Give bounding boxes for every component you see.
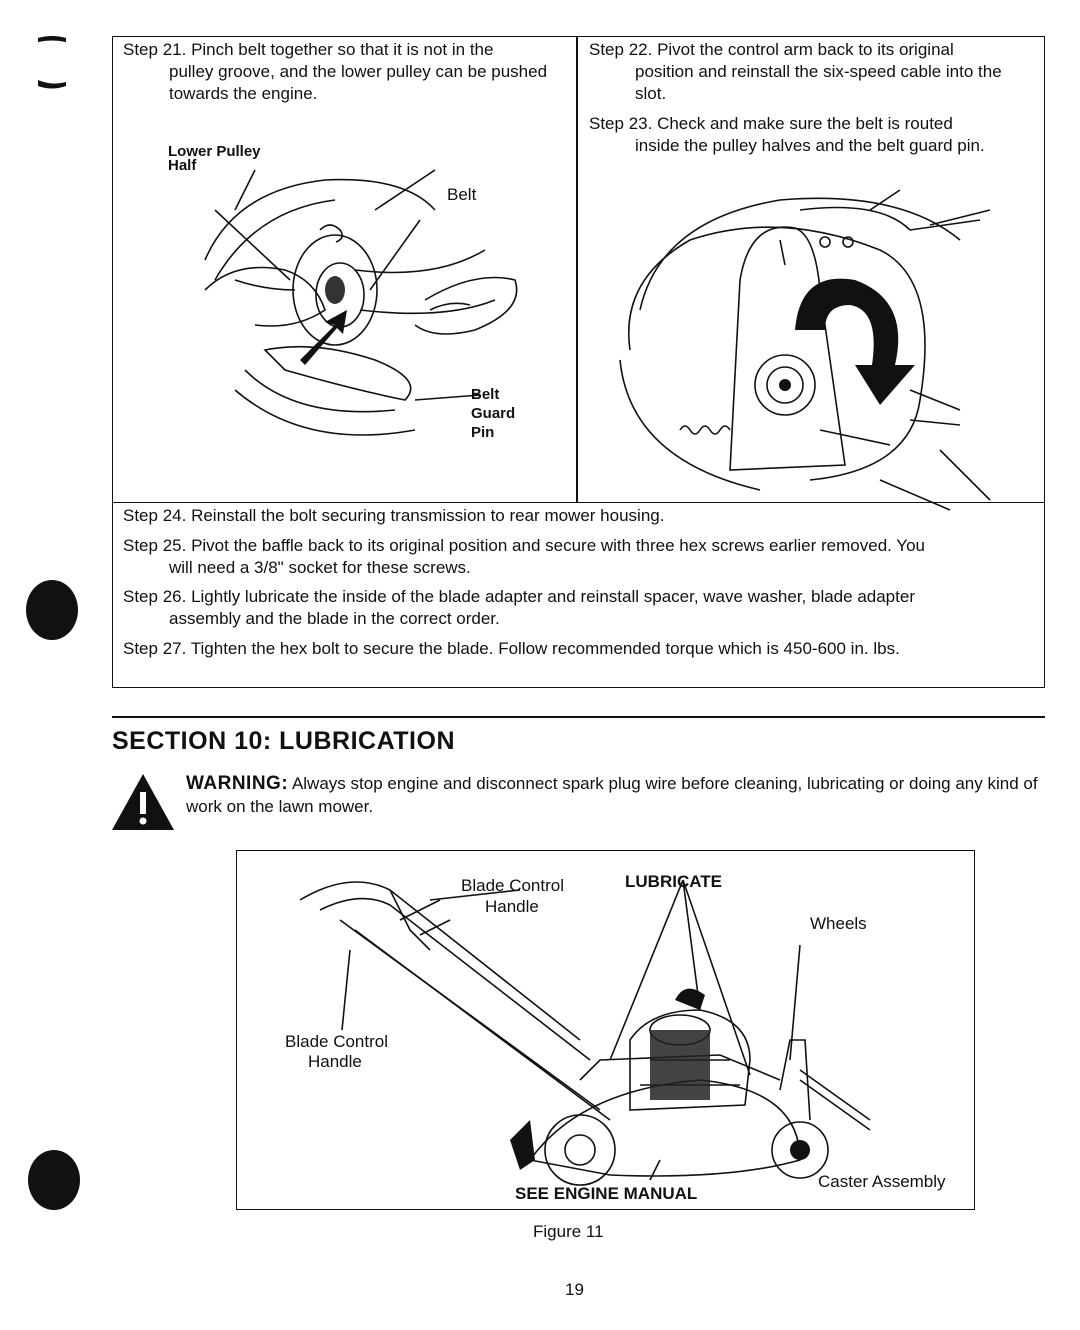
step-23: Step 23. Check and make sure the belt is…	[589, 113, 1034, 157]
label-wheels: Wheels	[810, 914, 867, 933]
lawn-mower-illustration	[299, 879, 871, 1186]
label-caster-assembly: Caster Assembly	[818, 1172, 946, 1191]
label-blade-control-top-2: Handle	[485, 897, 539, 916]
steps-box-bottom	[112, 502, 1045, 688]
step-text: Reinstall the bolt securing transmission…	[191, 506, 665, 525]
step-number: Step 25.	[123, 536, 187, 555]
step-text-cont: pulley groove, and the lower pulley can …	[169, 62, 548, 103]
step-text-cont: assembly and the blade in the correct or…	[169, 609, 500, 628]
label-blade-control-top-1: Blade Control	[461, 876, 565, 895]
step-number: Step 23.	[589, 114, 653, 133]
step-number: Step 27.	[123, 639, 187, 658]
step-24: Step 24. Reinstall the bolt securing tra…	[123, 505, 1033, 527]
step-number: Step 22.	[589, 40, 653, 59]
step-number: Step 24.	[123, 506, 187, 525]
step-22: Step 22. Pivot the control arm back to i…	[589, 39, 1029, 105]
label-belt: Belt	[447, 185, 477, 204]
page-number: 19	[565, 1280, 584, 1299]
label-belt-guard-pin-3: Pin	[471, 424, 495, 441]
section-title: SECTION 10: LUBRICATION	[112, 727, 455, 755]
control-arm-illustration	[619, 189, 991, 511]
label-belt-guard-pin-1: Belt	[471, 386, 500, 403]
step-text-cont: inside the pulley halves and the belt gu…	[635, 136, 985, 155]
warning-text: Always stop engine and disconnect spark …	[186, 774, 1038, 816]
column-divider	[576, 36, 578, 503]
step-text-cont: position and reinstall the six-speed cab…	[635, 62, 1002, 103]
step-25: Step 25. Pivot the baffle back to its or…	[123, 535, 1033, 579]
step-text: Pivot the control arm back to its origin…	[657, 40, 954, 59]
warning-triangle-icon	[112, 774, 174, 830]
step-text: Tighten the hex bolt to secure the blade…	[190, 639, 900, 658]
step-text: Lightly lubricate the inside of the blad…	[191, 587, 915, 606]
warning-label: WARNING:	[186, 773, 289, 794]
step-21: Step 21. Pinch belt together so that it …	[123, 39, 563, 105]
step-number: Step 21.	[123, 40, 187, 59]
step-text: Pinch belt together so that it is not in…	[191, 40, 494, 59]
pulley-belt-illustration	[204, 169, 518, 436]
label-blade-control-left-2: Handle	[308, 1052, 362, 1071]
label-half: Half	[168, 157, 197, 174]
label-see-engine-manual: SEE ENGINE MANUAL	[515, 1184, 698, 1203]
label-lower-pulley: Lower Pulley	[168, 143, 261, 160]
section-rule	[112, 716, 1045, 718]
step-text: Pivot the baffle back to its original po…	[191, 536, 925, 555]
label-blade-control-left-1: Blade Control	[285, 1032, 389, 1051]
label-belt-guard-pin-2: Guard	[471, 405, 516, 422]
figure-11-box	[236, 850, 975, 1210]
step-text: Check and make sure the belt is routed	[657, 114, 953, 133]
figure-caption: Figure 11	[533, 1222, 604, 1241]
step-27: Step 27. Tighten the hex bolt to secure …	[123, 638, 1033, 660]
step-text-cont: will need a 3/8" socket for these screws…	[169, 558, 471, 577]
warning-message: WARNING: Always stop engine and disconne…	[186, 772, 1048, 818]
label-lubricate: LUBRICATE	[625, 872, 722, 891]
step-26: Step 26. Lightly lubricate the inside of…	[123, 586, 1033, 630]
step-number: Step 26.	[123, 587, 187, 606]
binder-marks	[26, 36, 80, 1210]
